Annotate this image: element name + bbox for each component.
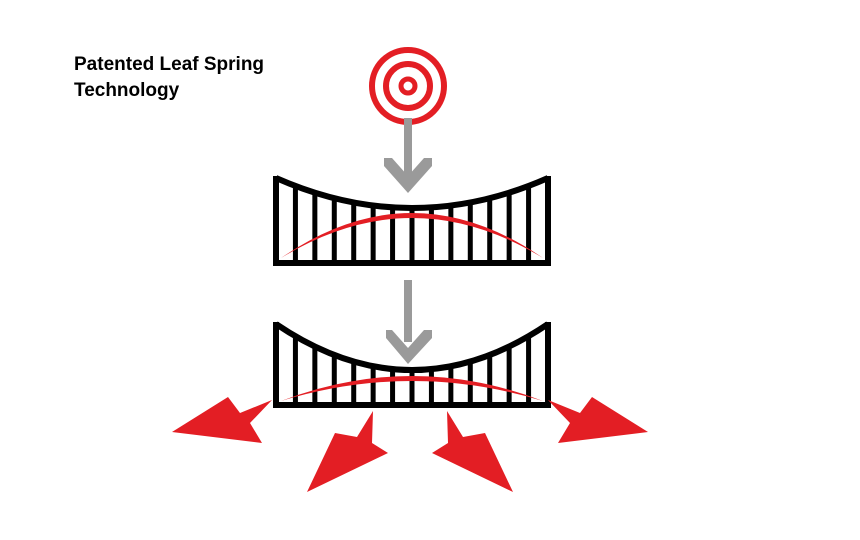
leaf-spring-relaxed xyxy=(273,175,551,266)
down-arrow-icon xyxy=(384,118,432,193)
spread-arrow-icon xyxy=(307,411,388,492)
diagram-title: Patented Leaf Spring Technology xyxy=(74,52,264,104)
spread-arrow-icon xyxy=(172,397,272,443)
spring-frame xyxy=(273,322,551,408)
title-line-2: Technology xyxy=(74,80,180,101)
red-leaf-arc xyxy=(281,213,543,258)
spring-top-curve xyxy=(274,175,550,211)
spread-arrows xyxy=(172,397,648,492)
spring-top-curve xyxy=(274,321,550,373)
spring-frame xyxy=(273,176,551,266)
red-leaf-arc xyxy=(281,376,543,401)
title-line-1: Patented Leaf Spring xyxy=(74,54,265,75)
spread-arrow-icon xyxy=(432,411,513,492)
spread-arrow-icon xyxy=(548,397,648,443)
target-icon xyxy=(369,47,447,125)
leaf-spring-compressed xyxy=(273,321,551,408)
down-arrow-icon xyxy=(386,280,432,364)
